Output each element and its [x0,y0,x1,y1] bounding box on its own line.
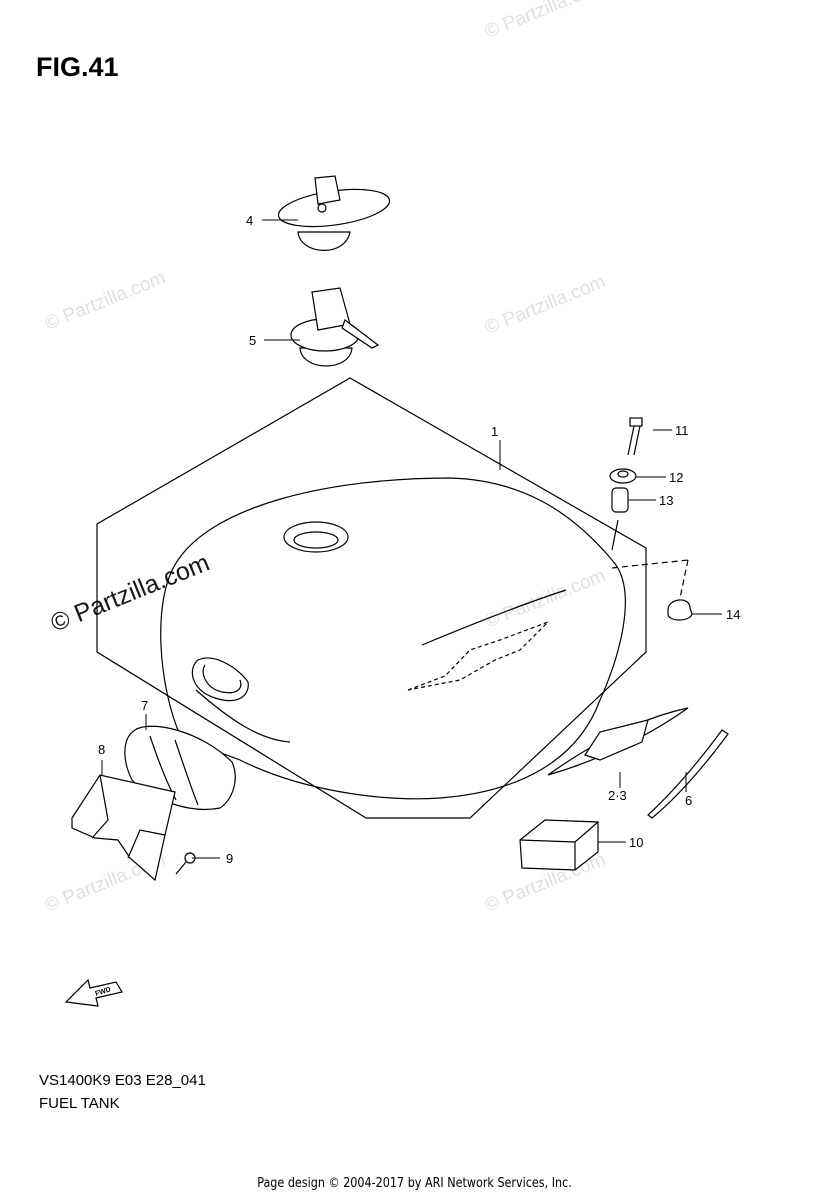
grommet-dash-line [679,559,689,599]
tank-body-outline [160,477,626,800]
callout-7: 7 [141,698,148,713]
bolt-part-11 [627,417,643,456]
washer-part-12 [609,468,637,484]
grommet-part-14 [667,599,693,621]
bolt-part-9 [175,852,196,875]
fwd-arrow-text: FWD [94,986,111,998]
leader-lines [101,219,722,859]
callout-labels: 1 2·3 4 5 6 7 8 9 10 11 12 13 14 [98,213,740,866]
tank-emblem-area [407,621,549,691]
callout-2-3: 2·3 [608,788,627,803]
mount-bracket-line [611,519,619,551]
fuel-cap-ring [283,521,349,553]
callout-8: 8 [98,742,105,757]
figure-title: FIG.41 [36,52,119,82]
emblem-part-2-3 [547,707,689,776]
callout-10: 10 [629,835,643,850]
callout-14: 14 [726,607,740,622]
callout-9: 9 [226,851,233,866]
callout-13: 13 [659,493,673,508]
fwd-arrow-icon: FWD [64,978,123,1007]
stripe-part-6 [647,729,729,819]
collar-part-13 [611,487,629,513]
knee-pad-mount-inner [202,664,242,694]
fuel-cap-part-4 [277,175,391,251]
watermark-text: © Partzilla.com [42,267,169,334]
block-part-10 [519,819,599,871]
footer-copyright: Page design © 2004-2017 by ARI Network S… [257,1176,572,1191]
fuel-tank-part [96,377,689,819]
callout-6: 6 [685,793,692,808]
callout-5: 5 [249,333,256,348]
watermark-text: © Partzilla.com [482,0,609,43]
callout-12: 12 [669,470,683,485]
watermark-text-large: © Partzilla.com [47,548,214,637]
knee-pad-mount [191,657,249,702]
callout-1: 1 [491,424,498,439]
model-code: VS1400K9 E03 E28_041 [39,1072,206,1089]
fuel-cap-part-5 [290,287,380,367]
fuel-cap-inner [293,531,339,549]
bracket-part-8 [71,774,176,882]
tank-stripe-line [421,589,567,646]
mount-dash-line [611,559,689,569]
tank-frame-hexagon [96,377,647,819]
diagram-name: FUEL TANK [39,1095,120,1112]
watermark-text: © Partzilla.com [482,271,609,338]
callout-4: 4 [246,213,253,228]
tank-lower-edge [195,689,291,743]
callout-11: 11 [675,423,689,438]
